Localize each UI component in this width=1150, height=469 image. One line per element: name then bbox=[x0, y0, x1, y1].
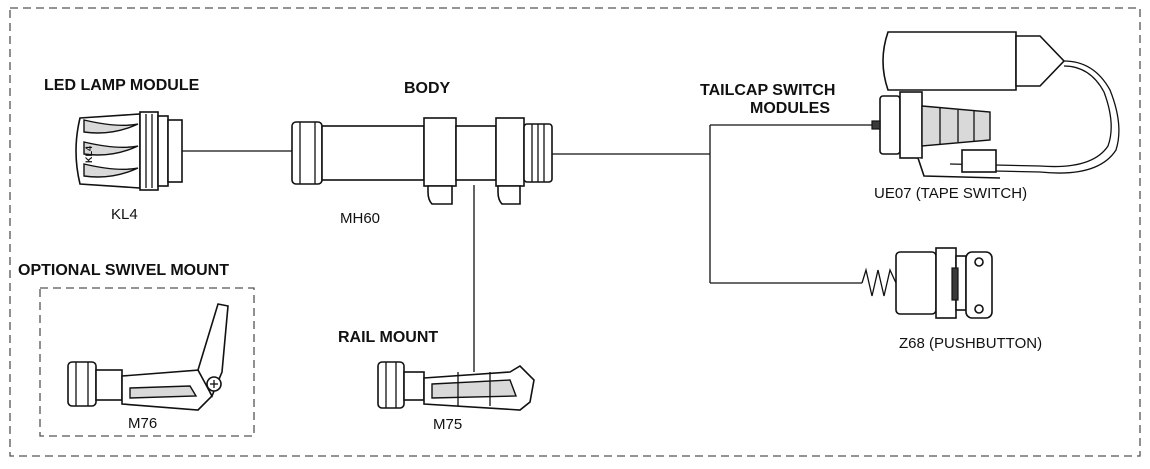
swivel-mount-frame bbox=[39, 287, 255, 437]
ue07-label: UE07 (TAPE SWITCH) bbox=[874, 185, 1027, 202]
kl4-lamp-module: KL4 bbox=[75, 111, 183, 191]
z68-label: Z68 (PUSHBUTTON) bbox=[899, 335, 1042, 352]
rail-mount-heading: RAIL MOUNT bbox=[338, 329, 438, 346]
led-lamp-module-heading: LED LAMP MODULE bbox=[44, 77, 200, 94]
lamp-marking-text: KL4 bbox=[84, 146, 94, 163]
m75-rail-mount bbox=[377, 361, 535, 411]
m75-label: M75 bbox=[433, 416, 462, 433]
outer-frame bbox=[9, 7, 1141, 457]
tailcap-heading-line1: TAILCAP SWITCH bbox=[700, 82, 835, 99]
optional-swivel-mount-heading: OPTIONAL SWIVEL MOUNT bbox=[18, 262, 229, 279]
tailcap-heading-line2: MODULES bbox=[750, 100, 830, 117]
mh60-body bbox=[291, 117, 553, 205]
connector-lines bbox=[182, 124, 872, 372]
m76-swivel-mount bbox=[67, 303, 229, 411]
mh60-label: MH60 bbox=[340, 210, 380, 227]
body-heading: BODY bbox=[404, 80, 451, 97]
m76-label: M76 bbox=[128, 415, 157, 432]
z68-pushbutton bbox=[861, 247, 993, 319]
kl4-label: KL4 bbox=[111, 206, 138, 223]
ue07-tape-switch bbox=[871, 31, 1120, 179]
